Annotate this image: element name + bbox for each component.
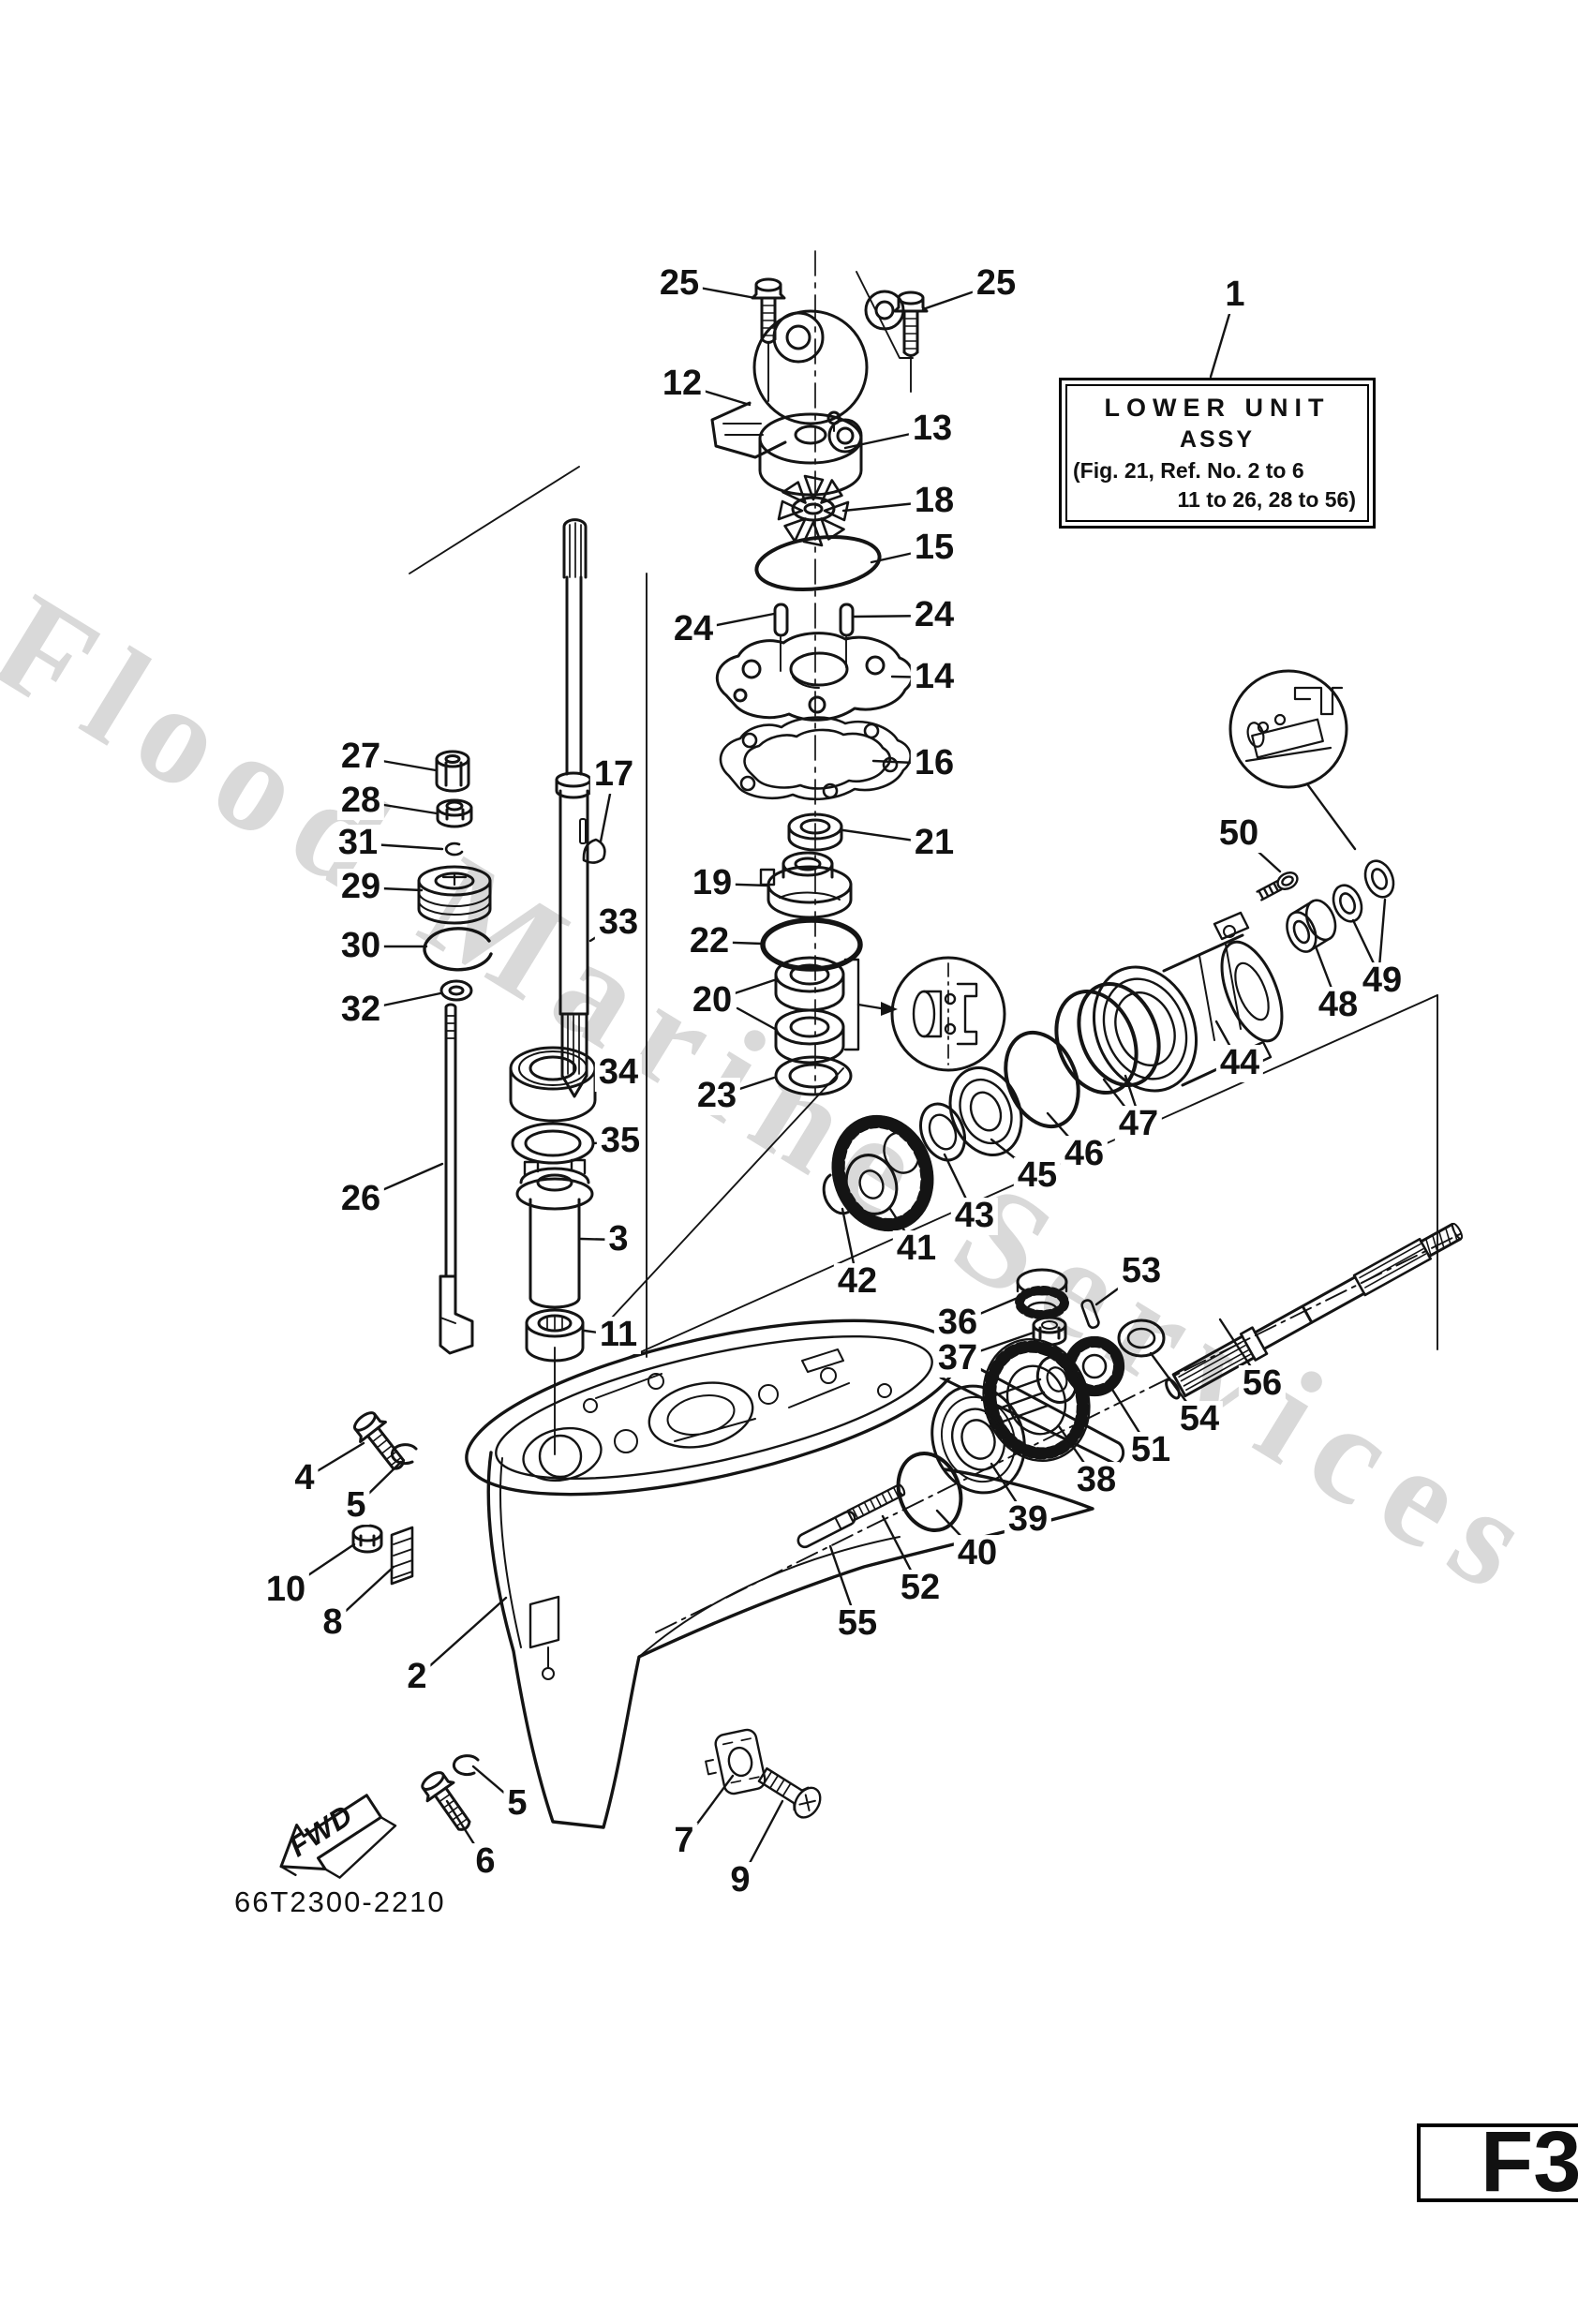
bearing-carrier-drawing <box>919 911 1284 1162</box>
assembly-box-subtitle: ASSY <box>1179 426 1256 454</box>
driveshaft-bearing-sleeve-drawing <box>509 1046 597 1363</box>
gear-housing-drawing <box>465 1232 1463 1829</box>
water-pump-assembly-drawing <box>710 277 929 1096</box>
detail-circle-clip <box>890 956 1006 1072</box>
prop-shaft-gear-train-drawing <box>796 1114 1464 1549</box>
assembly-box-ref-1: (Fig. 21, Ref. No. 2 to 6 <box>1073 457 1304 483</box>
assembly-box-title: LOWER UNIT <box>1104 394 1331 423</box>
page-code-box: F3 <box>1417 2123 1578 2202</box>
driveshaft-drawing <box>555 518 592 1098</box>
page-code: F3 <box>1481 2123 1578 2202</box>
assembly-box-ref-2: 11 to 26, 28 to 56) <box>1177 486 1356 512</box>
housing-fasteners-drawing <box>347 1406 822 1840</box>
drawing-number: 66T2300-2210 <box>234 1885 446 1918</box>
shift-rod-drawing <box>439 1003 474 1355</box>
secondary-leader-lines <box>736 898 1387 1111</box>
assembly-ref-box: LOWER UNIT ASSY (Fig. 21, Ref. No. 2 to … <box>1059 378 1376 529</box>
detail-circle-anode <box>1228 669 1395 953</box>
fwd-arrow-icon <box>279 1794 397 1879</box>
driveshaft-hardware-drawing <box>417 750 606 1002</box>
